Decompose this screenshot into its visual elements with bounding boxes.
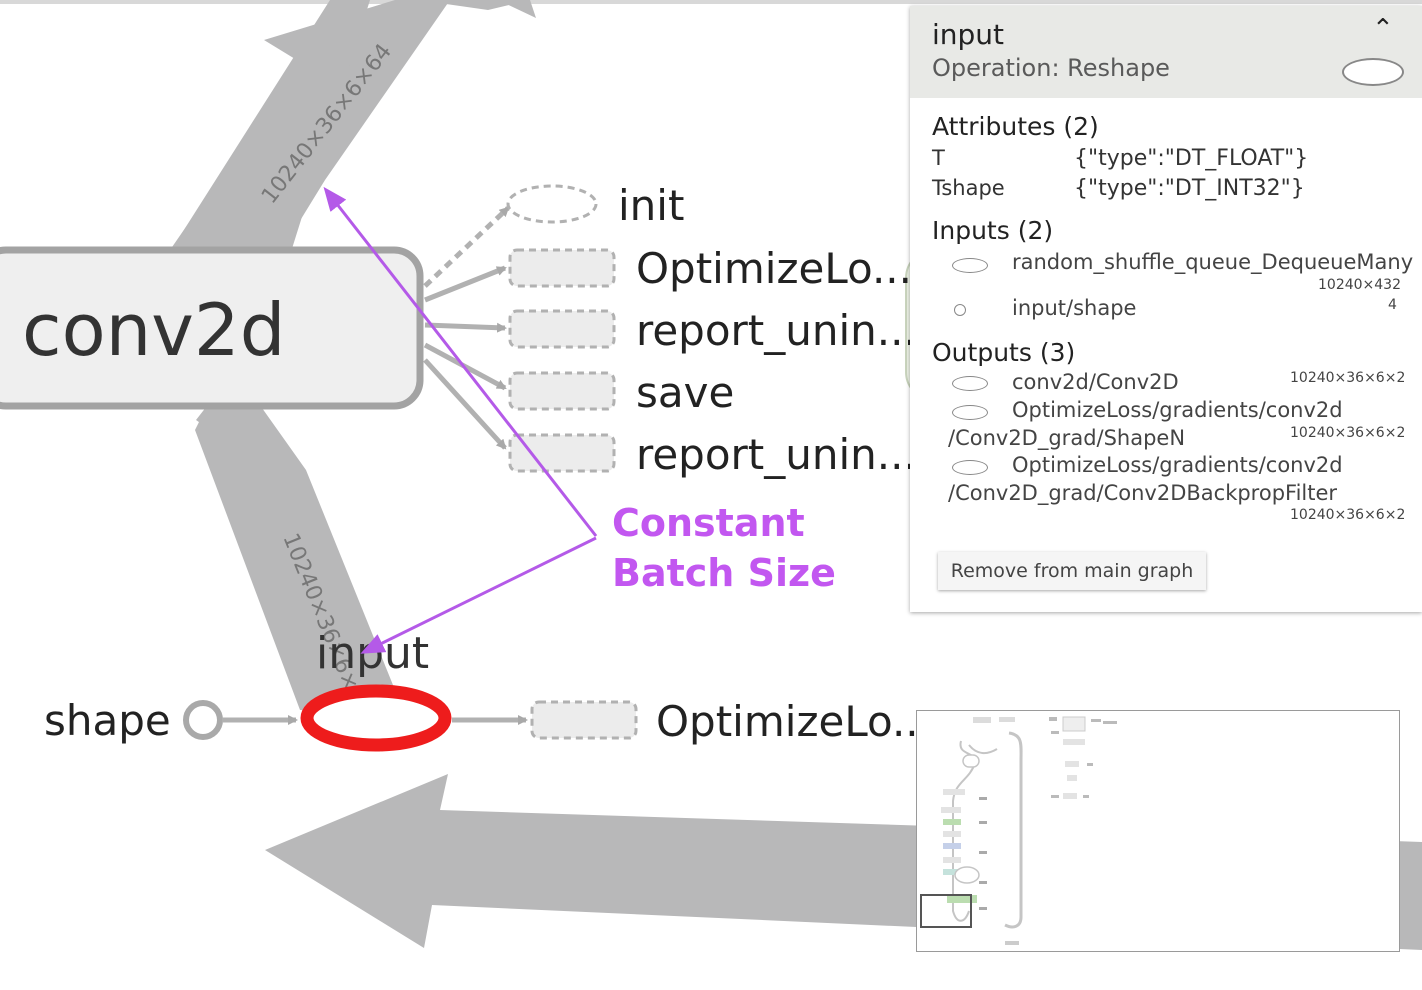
output-3-shape: 10240×36×6×2 [1290,507,1406,523]
input-1-oval-icon [952,258,988,273]
annotation-arrow-down [360,536,597,654]
output-2-name-line2[interactable]: /Conv2D_grad/ShapeN [948,426,1186,450]
init-label: init [618,181,684,230]
attr-key-t: T [932,146,945,170]
attr-val-t: {"type":"DT_FLOAT"} [1074,146,1309,171]
annotation-line-1: Constant [612,501,805,545]
optimize-node[interactable] [508,248,616,288]
shape-label: shape [44,696,171,745]
input-2-shape: 4 [1388,297,1397,313]
panel-title: input [932,18,1005,51]
edge-conv2d-up[interactable] [168,0,536,255]
output-3-oval-icon [952,460,988,475]
output-1-oval-icon [952,376,988,391]
minimap-canvas [920,716,1117,945]
annotation-arrow-up [323,186,598,537]
remove-from-main-graph-button[interactable]: Remove from main graph [938,552,1206,590]
collapse-chevron-icon[interactable]: ⌃ [1372,14,1394,44]
node-info-panel: input Operation: Reshape ⌃ Attributes (2… [910,6,1422,612]
attributes-heading: Attributes (2) [932,112,1099,141]
annotation-line-2: Batch Size [612,551,836,595]
report-uninit-label-1: report_unin... [636,306,917,355]
edge-conv2d-optimize [424,265,507,303]
edge-input-to-conv2d[interactable] [195,408,395,712]
edge-conv2d-init [423,206,510,288]
input-1-shape: 10240×432 [1318,277,1401,293]
output-1-shape: 10240×36×6×2 [1290,370,1406,386]
report-uninit-node-2[interactable] [508,433,616,473]
save-node[interactable] [508,371,616,411]
output-1-name[interactable]: conv2d/Conv2D [1012,370,1179,394]
conv2d-node[interactable] [0,246,424,410]
conv2d-label: conv2d [22,288,285,372]
inputs-heading: Inputs (2) [932,216,1054,245]
shape-node[interactable] [183,700,223,740]
optimize-label-2: OptimizeLo... [656,697,932,746]
input-label: input [316,628,429,679]
attr-val-tshape: {"type":"DT_INT32"} [1074,176,1305,201]
attr-key-tshape: Tshape [932,176,1005,200]
edge-input-to-conv2d-head [196,402,275,448]
edge-conv2d-report1 [424,322,507,333]
init-node[interactable] [506,184,598,224]
report-uninit-node-1[interactable] [508,309,616,349]
input-node-selected[interactable] [300,684,452,752]
panel-header: input Operation: Reshape ⌃ [910,6,1422,98]
report-uninit-label-2: report_unin... [636,430,917,479]
output-2-shape: 10240×36×6×2 [1290,425,1406,441]
input-1-name[interactable]: random_shuffle_queue_DequeueMany [1012,250,1414,274]
minimap-viewport[interactable] [920,894,972,928]
op-shape-icon [1342,58,1404,86]
panel-subtitle: Operation: Reshape [932,54,1170,82]
optimize-label: OptimizeLo... [636,244,912,293]
input-2-name[interactable]: input/shape [1012,296,1137,320]
optimize-node-2[interactable] [530,700,638,740]
output-2-oval-icon [952,405,988,420]
top-border [0,0,1422,4]
input-2-circle-icon [954,304,966,316]
output-3-name-line2[interactable]: /Conv2D_grad/Conv2DBackpropFilter [948,481,1338,505]
outputs-heading: Outputs (3) [932,338,1076,367]
output-3-name-line1[interactable]: OptimizeLoss/gradients/conv2d [1012,453,1343,477]
edge-conv2d-report2 [423,358,507,450]
save-label: save [636,368,734,417]
graph-minimap[interactable] [916,710,1400,952]
output-2-name-line1[interactable]: OptimizeLoss/gradients/conv2d [1012,398,1343,422]
